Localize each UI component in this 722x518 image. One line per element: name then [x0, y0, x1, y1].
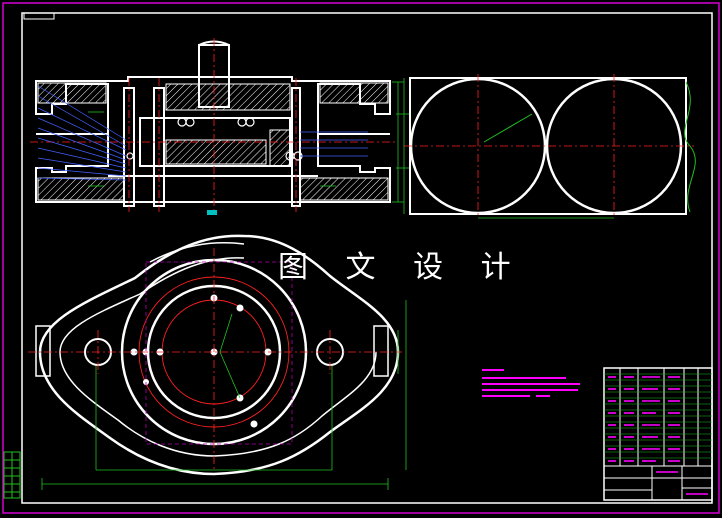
- technical-notes: [482, 369, 580, 397]
- watermark-text: 图 文 设 计: [278, 250, 525, 285]
- parts-list-rows: [604, 373, 712, 459]
- section-view: [30, 38, 410, 215]
- margin-stamp-table: [3, 451, 21, 499]
- top-view: [28, 234, 407, 490]
- parts-list-text: [608, 376, 708, 495]
- side-view: [403, 74, 696, 219]
